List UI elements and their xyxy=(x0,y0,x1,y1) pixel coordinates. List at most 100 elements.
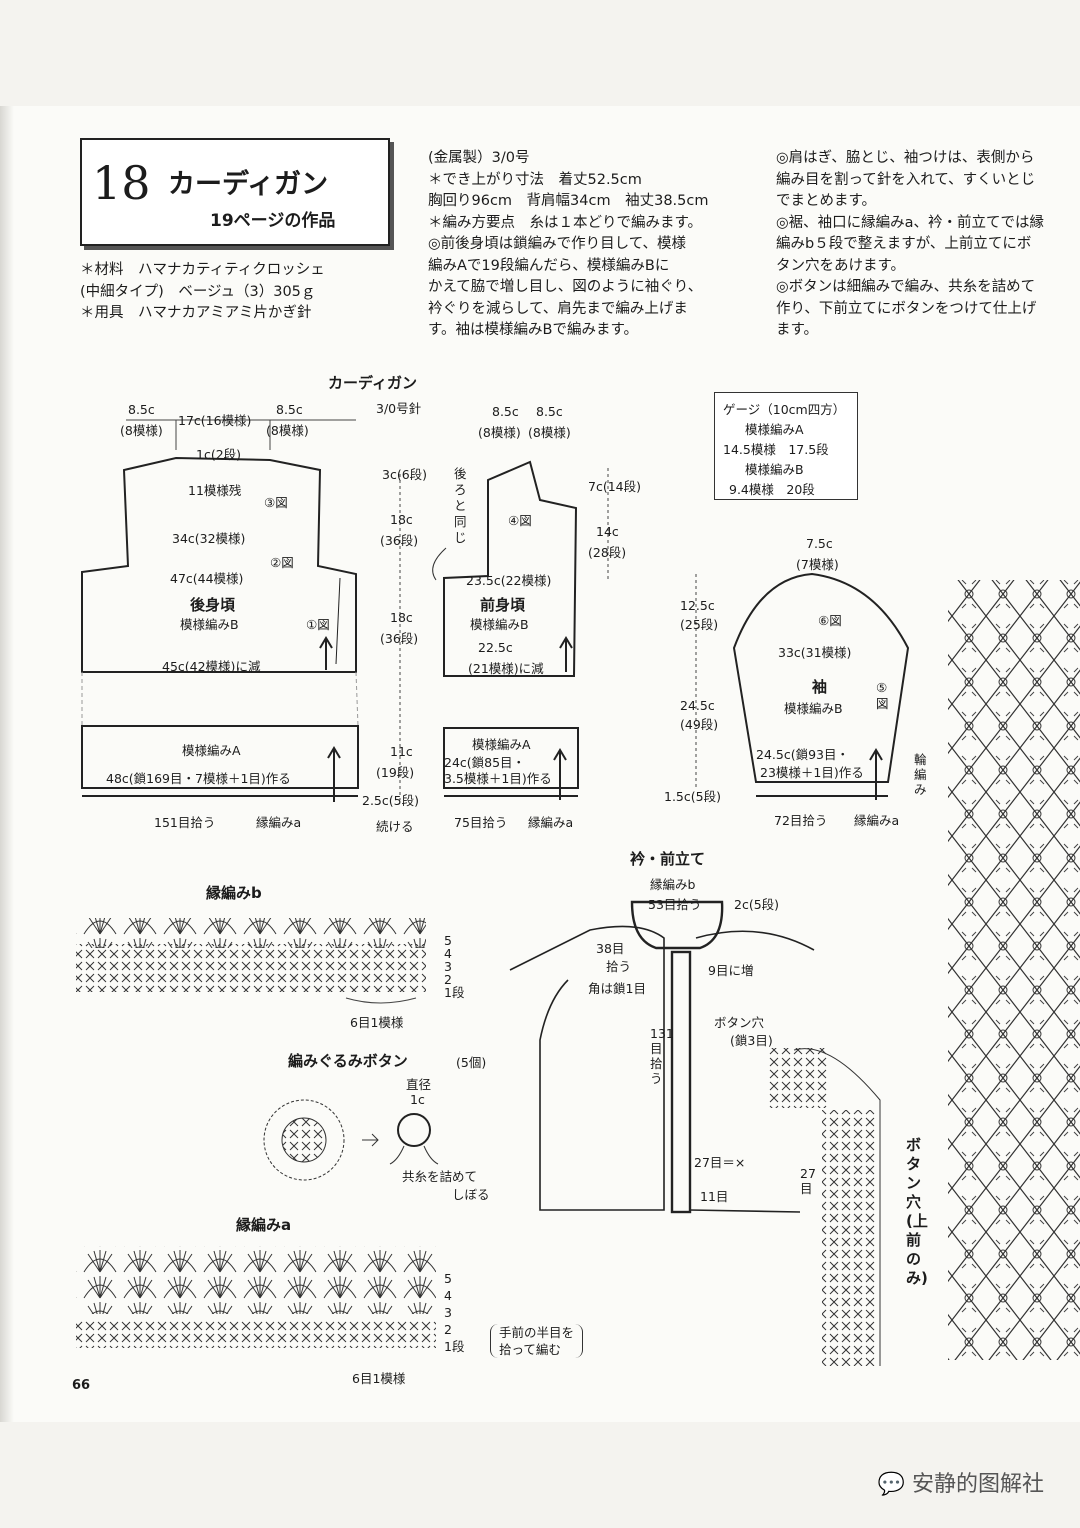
note-same-as-back: 後ろと同じ xyxy=(454,466,467,545)
stitch-note: 27目＝× xyxy=(694,1155,746,1170)
dim-label: 11c xyxy=(390,744,413,759)
front-band-pick: 131目拾う xyxy=(650,1026,674,1086)
text-line: ます。 xyxy=(776,322,819,338)
dim-label: 23.5c(22模様) xyxy=(466,573,552,588)
neck-pick: 38目 xyxy=(596,941,625,956)
row-label: 4 xyxy=(444,946,452,961)
dim-label: 75目拾う xyxy=(454,815,508,830)
stitch-note: 11目 xyxy=(700,1189,729,1204)
pattern-label: 模様編みB xyxy=(180,617,239,632)
edging-b-repeat: 6目1模様 xyxy=(350,1015,404,1030)
needle-size: 3/0号針 xyxy=(376,401,422,416)
edging-b-rows xyxy=(76,944,426,992)
row-label: 2 xyxy=(444,972,452,987)
note-line: 拾って編む xyxy=(499,1342,561,1357)
back-bodice-name: 後身頃 xyxy=(190,596,236,614)
text-line: 編み目を割って針を入れて、すくいとじ xyxy=(776,171,1036,188)
edge-label: 縁編みa xyxy=(854,813,900,828)
dim-label: 1.5c(5段) xyxy=(664,789,721,804)
front-bodice-name: 前身頃 xyxy=(480,596,526,614)
row-label: 5 xyxy=(444,933,452,948)
pattern-label: 模様編みA xyxy=(182,743,241,758)
instructions-column-2: (金属製）3/0号 ＊でき上がり寸法 着丈52.5cm 胸回り96cm 背肩幅3… xyxy=(428,148,708,342)
dim-label: (8模様) xyxy=(528,425,571,440)
dim-label: 45c(42模様)に減 xyxy=(162,659,261,674)
dim-label: 48c(鎖169目・7模様＋1目)作る xyxy=(106,771,291,786)
dim-label: 72目拾う xyxy=(774,813,828,828)
page-number: 66 xyxy=(72,1378,91,1393)
edging-a-rows-labels: 5 4 3 2 1段 xyxy=(444,1270,464,1355)
text-line: 衿ぐりを減らして、肩先まで編み上げま xyxy=(428,300,688,317)
text-line: 編みAで19段編んだら、模様編みBに xyxy=(428,257,670,274)
chat-bubble-icon: 💬 xyxy=(877,1472,905,1497)
text-line: タン穴をあけます。 xyxy=(776,257,906,274)
dim-label: 8.5c xyxy=(128,402,155,417)
stitch-note: 27目 xyxy=(800,1166,816,1196)
dim-label: 3c(6段) xyxy=(382,467,428,482)
gauge-a-value: 14.5模様 17.5段 xyxy=(723,442,829,457)
figure-ref: ⑥図 xyxy=(818,613,842,628)
row-label: 1段 xyxy=(444,985,465,1000)
sleeve-outline xyxy=(732,572,910,797)
dim-label: (49段) xyxy=(680,717,719,732)
dim-label: 47c(44模様) xyxy=(170,571,244,586)
buttonhole-label: ボタン穴 xyxy=(714,1015,765,1030)
dim-label: (36段) xyxy=(380,533,419,548)
button-note: 共糸を詰めて xyxy=(402,1169,478,1184)
pattern-label: 模様編みB xyxy=(470,617,529,632)
page-fold-shadow xyxy=(0,106,14,1422)
pattern-b-chart-strip xyxy=(948,580,1080,1360)
dim-label: (28段) xyxy=(588,545,627,560)
dim-label: 18c xyxy=(390,610,413,625)
edging-a-note: 手前の半目を 拾って編む xyxy=(490,1324,584,1358)
dim-label: (21模様)に減 xyxy=(468,661,544,676)
cuff-label: 輪編み xyxy=(914,752,927,797)
edging-b-fans xyxy=(76,918,426,948)
dim-label: (8模様) xyxy=(478,425,521,440)
dim-label: (7模様) xyxy=(796,557,839,572)
collar-depth: 2c(5段) xyxy=(734,897,780,912)
buttonhole-sub: (鎖3目) xyxy=(730,1033,773,1048)
button-note: しぼる xyxy=(452,1187,490,1202)
text-line: (金属製）3/0号 xyxy=(428,150,530,166)
dim-label: 151目拾う xyxy=(154,815,216,830)
dim-label: 8.5c xyxy=(536,404,563,419)
materials-block: ＊材料 ハマナカティティクロッシェ (中細タイプ) ベージュ（3）305ｇ ＊用… xyxy=(80,260,325,325)
pattern-label: 模様編みA xyxy=(472,737,531,752)
text-line: ◎裾、袖口に縁編みa、衿・前立てでは縁 xyxy=(776,214,1045,231)
dim-label: 24.5c(鎖93目・ xyxy=(756,747,849,762)
pattern-name: カーディガン xyxy=(168,169,329,200)
dim-label: 11模様残 xyxy=(188,483,242,498)
pattern-label: 模様編みB xyxy=(784,701,843,716)
pattern-number: 18 xyxy=(92,156,151,210)
dim-label: 8.5c xyxy=(492,404,519,419)
text-line: ◎肩はぎ、脇とじ、袖つけは、表側から xyxy=(776,150,1035,166)
text-line: ＊でき上がり寸法 着丈52.5cm xyxy=(428,171,642,188)
edging-a-fans xyxy=(76,1246,436,1290)
title-box: 18 カーディガン 19ページの作品 xyxy=(80,138,390,246)
diagram-title: カーディガン xyxy=(328,374,417,392)
row-label: 2 xyxy=(444,1322,452,1337)
instructions-column-3: ◎肩はぎ、脇とじ、袖つけは、表側から 編み目を割って針を入れて、すくいとじ でま… xyxy=(776,148,1044,342)
button-diameter-value: 1c xyxy=(410,1092,425,1107)
text-line: ◎前後身頃は鎖編みで作り目して、模様 xyxy=(428,236,686,252)
edging-a-repeat: 6目1模様 xyxy=(352,1371,406,1386)
increase-note: 9目に増 xyxy=(708,963,754,978)
dim-label: 33c(31模様) xyxy=(778,645,852,660)
edge-label: 縁編みa xyxy=(256,815,302,830)
buttonhole-vertical-label: ボタン穴(上前のみ) xyxy=(906,1136,928,1287)
dim-label: (36段) xyxy=(380,631,419,646)
dim-label: 24.5c xyxy=(680,698,715,713)
back-bodice-outline xyxy=(81,456,359,797)
row-label: 5 xyxy=(444,1271,452,1286)
gauge-box: ゲージ（10cm四方） 模様編みA 14.5模様 17.5段 模様編みB 9.4… xyxy=(714,392,858,500)
button-count: (5個) xyxy=(456,1055,487,1070)
edging-b-title: 縁編みb xyxy=(206,884,262,902)
dim-label: 23模様＋1目)作る xyxy=(760,765,864,780)
figure-ref: ④図 xyxy=(508,513,532,528)
text-line: かえて脇で増し目し、図のように袖ぐり、 xyxy=(428,279,703,295)
watermark-text: 安静的图解社 xyxy=(911,1472,1044,1497)
button-diameter-label: 直径 xyxy=(406,1077,432,1092)
text-line: ＊編み方要点 糸は１本どりで編みます。 xyxy=(428,214,703,231)
